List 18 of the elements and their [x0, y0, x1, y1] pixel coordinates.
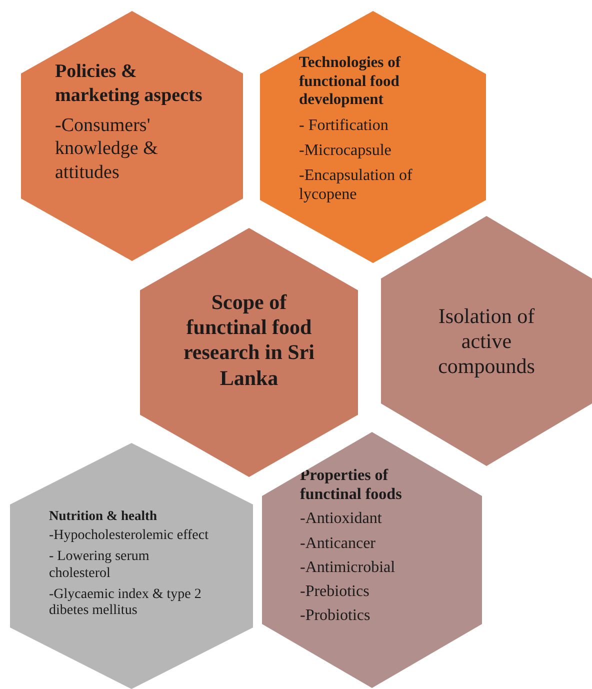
hexagon-heading: Isolation of active compounds: [437, 304, 536, 380]
list-item: -Encapsulation of lycopene: [299, 166, 414, 205]
hexagon-heading: Scope of functinal food research in Sri Lanka: [182, 290, 316, 391]
list-item: -Antimicrobial: [300, 558, 396, 577]
list-item: - Lowering serum cholesterol: [49, 548, 150, 583]
hexagon-heading: Nutrition & health: [49, 508, 158, 524]
list-item: -Antioxidant: [300, 509, 383, 529]
list-item: -Consumers' knowledge & attitudes: [55, 114, 159, 185]
list-item: -Microcapsule: [299, 140, 392, 160]
hexagon-heading: Technologies of functional food development: [299, 54, 402, 110]
list-item: -Probiotics: [300, 606, 372, 626]
hexagon-heading: Properties of functinal foods: [300, 466, 403, 504]
list-item: -Anticancer: [300, 534, 377, 553]
hexagon-heading: Policies & marketing aspects: [55, 60, 204, 108]
list-item: -Hypocholesterolemic effect: [49, 528, 210, 545]
list-item: -Glycaemic index & type 2 dibetes mellitus: [49, 586, 202, 620]
list-item: - Fortification: [299, 116, 390, 135]
list-item: -Prebiotics: [300, 582, 370, 602]
